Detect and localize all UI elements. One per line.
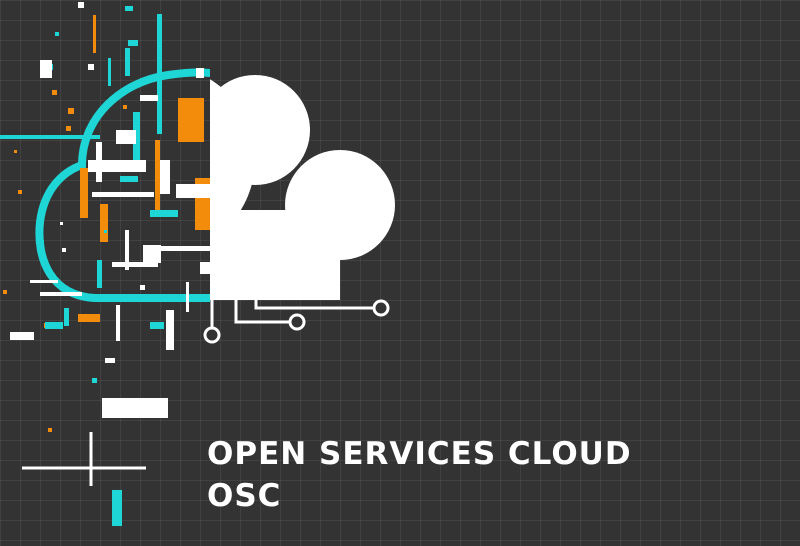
title-line-1: OPEN SERVICES CLOUD: [207, 436, 632, 472]
glitch-pixels: [0, 2, 210, 526]
crosshair-icon: [22, 432, 146, 486]
circuit-lines: [203, 298, 390, 344]
title-line-2: OSC: [207, 478, 282, 514]
cloud-outline: [35, 68, 210, 302]
cloud-icon: [210, 75, 395, 300]
